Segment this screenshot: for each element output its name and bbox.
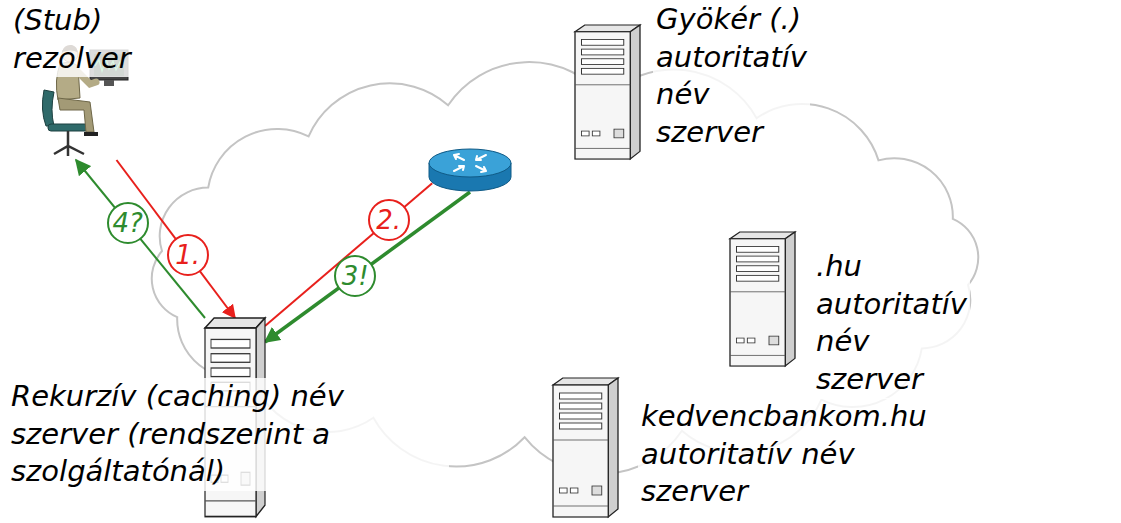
power-button (769, 336, 779, 345)
server-top (575, 25, 640, 32)
router-top (429, 149, 511, 177)
recursive-name-server: Rekurzív (caching) név szerver (rendszer… (205, 318, 265, 518)
server-icon (730, 232, 795, 367)
status-led (747, 338, 755, 343)
server-front (575, 32, 630, 159)
server-side (608, 378, 618, 517)
drive-slot (560, 393, 602, 399)
stub-resolver: (Stub) rezolver (40, 40, 130, 160)
base-line (205, 500, 256, 501)
power-button (614, 129, 624, 138)
status-led (582, 131, 590, 136)
legs (58, 98, 94, 132)
drive-slot (737, 256, 779, 262)
server-front (730, 239, 785, 366)
base-line (730, 355, 785, 356)
status-led (560, 488, 568, 493)
chair-seat (48, 124, 88, 131)
base-line (553, 506, 608, 507)
root-name-server: Gyökér (.) autoritatív név szerver (575, 25, 640, 160)
drive-slot (560, 423, 602, 429)
drive-slot (737, 266, 779, 272)
bank-name-server: kedvencbankom.hu autoritatív név szerver (553, 378, 618, 518)
chair-back (42, 90, 54, 126)
server-label: Gyökér (.) autoritatív név szerver (653, 1, 810, 152)
drive-slot (211, 368, 250, 377)
server-side (630, 25, 640, 159)
shoe (84, 132, 98, 136)
server-label: .hu autoritatív név szerver (813, 248, 970, 399)
server-icon (553, 378, 618, 518)
power-button (592, 486, 602, 495)
panel-line (575, 84, 630, 85)
step-number: 3! (334, 255, 376, 297)
router-arrow (476, 166, 486, 172)
hu-name-server: .hu autoritatív név szerver (730, 232, 795, 367)
drive-slot (737, 275, 779, 281)
status-led (592, 131, 600, 136)
step-number: 1. (167, 234, 209, 276)
step-number: 4? (107, 202, 149, 244)
drive-slot (582, 59, 624, 65)
server-icon (575, 25, 640, 160)
panel-line (553, 440, 608, 441)
server-label: kedvencbankom.hu autoritatív név szerver (638, 398, 930, 511)
server-top (730, 232, 795, 239)
router-arrow (454, 154, 464, 160)
dns-query-arrow (76, 160, 205, 318)
dns-query-arrow (265, 192, 470, 342)
server-front (553, 385, 608, 517)
router (428, 148, 512, 192)
server-top (205, 318, 265, 328)
router-arrow (454, 166, 464, 171)
drive-slot (582, 49, 624, 55)
drive-slot (560, 413, 602, 419)
router-arrow (476, 155, 486, 160)
dns-query-arrow (265, 183, 432, 326)
status-led (737, 338, 745, 343)
step-number: 2. (368, 199, 410, 241)
status-led (570, 488, 578, 493)
chair-stand (54, 131, 84, 156)
server-label: (Stub) rezolver (10, 2, 134, 77)
router-icon (428, 148, 512, 192)
panel-line (730, 291, 785, 292)
server-top (553, 378, 618, 385)
drive-slot (560, 403, 602, 409)
drive-slot (211, 354, 250, 363)
server-side (785, 232, 795, 366)
drive-slot (737, 246, 779, 252)
server-label: Rekurzív (caching) név szerver (rendszer… (8, 378, 449, 491)
drive-slot (211, 339, 250, 348)
dns-query-arrow (117, 160, 236, 318)
base-line (575, 148, 630, 149)
drive-slot (582, 39, 624, 45)
drive-slot (582, 68, 624, 74)
monitor-stand (104, 80, 114, 86)
